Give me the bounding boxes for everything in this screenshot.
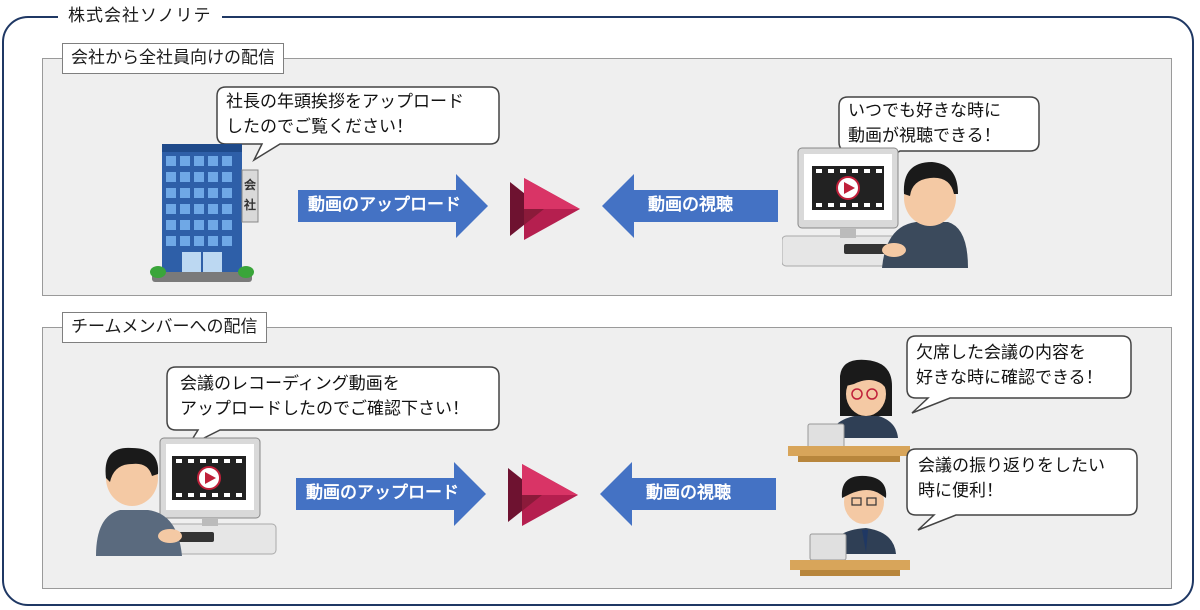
speech-bubble-president: 社長の年頭挨拶をアップロード したのでご覧ください！: [216, 86, 500, 163]
stream-logo-icon: [510, 178, 580, 240]
stream-logo-icon: [508, 464, 578, 526]
speech-text-reviewing-member: 会議の振り返りをしたい 時に便利！: [918, 456, 1105, 501]
woman-with-laptop-icon: [784, 358, 914, 462]
speech-bubble-uploader: 会議のレコーディング動画を アップロードしたのでご確認下さい！: [166, 366, 500, 448]
building-sign-char-2: 社: [244, 198, 257, 212]
watch-arrow-team: 動画の視聴: [600, 462, 776, 526]
speech-text-president: 社長の年頭挨拶をアップロード したのでご覧ください！: [226, 92, 464, 137]
section-company-title: 会社から全社員向けの配信: [62, 43, 284, 74]
speech-text-absent-member: 欠席した会議の内容を 好きな時に確認できる！: [916, 343, 1103, 388]
person-uploading-video-icon: [96, 434, 278, 556]
speech-text-viewer: いつでも好きな時に 動画が視聴できる！: [848, 101, 1001, 146]
office-building-icon: [150, 140, 260, 286]
company-name: 株式会社ソノリテ: [58, 3, 222, 29]
upload-arrow-team: 動画のアップロード: [296, 462, 486, 526]
building-sign-char-1: 会: [244, 178, 257, 192]
speech-text-uploader: 会議のレコーディング動画を アップロードしたのでご確認下さい！: [180, 374, 469, 419]
watch-label-company: 動画の視聴: [648, 195, 733, 215]
upload-arrow-company: 動画のアップロード: [298, 174, 488, 238]
person-watching-video-icon: [781, 144, 970, 268]
watch-label-team: 動画の視聴: [646, 483, 731, 503]
speech-bubble-absent-member: 欠席した会議の内容を 好きな時に確認できる！: [906, 335, 1132, 414]
speech-bubble-reviewing-member: 会議の振り返りをしたい 時に便利！: [906, 448, 1138, 531]
upload-label-company: 動画のアップロード: [308, 195, 461, 215]
watch-arrow-company: 動画の視聴: [602, 174, 778, 238]
man-with-laptop-icon: [788, 468, 912, 580]
section-team-title: チームメンバーへの配信: [62, 312, 267, 343]
upload-label-team: 動画のアップロード: [306, 483, 459, 503]
company-frame: [2, 16, 1194, 606]
